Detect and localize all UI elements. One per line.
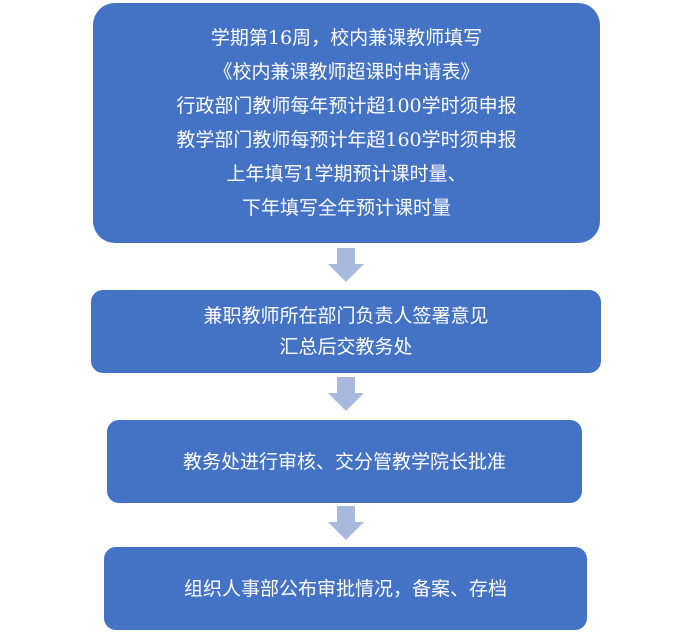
- down-arrow-icon: [326, 377, 366, 413]
- step1-line-4: 教学部门教师每预计年超160学时须申报: [176, 129, 517, 151]
- step3-line-1: 教务处进行审核、交分管教学院长批准: [182, 450, 506, 473]
- step2-line-2: 汇总后交教务处: [279, 335, 413, 358]
- step1-line-6: 下年填写全年预计课时量: [241, 197, 451, 219]
- step-box-2-department-sign: 兼职教师所在部门负责人签署意见 汇总后交教务处: [91, 290, 601, 373]
- step4-line-1: 组织人事部公布审批情况，备案、存档: [183, 577, 507, 600]
- step1-line-5: 上年填写1学期预计课时量、: [226, 163, 467, 185]
- step1-line-2: 《校内兼课教师超课时申请表》: [213, 61, 480, 83]
- step1-line-3: 行政部门教师每年预计超100学时须申报: [176, 95, 517, 117]
- step-box-4-publish-archive: 组织人事部公布审批情况，备案、存档: [104, 547, 587, 630]
- step2-line-1: 兼职教师所在部门负责人签署意见: [203, 304, 489, 327]
- down-arrow-icon: [326, 506, 366, 542]
- step1-line-1: 学期第16周，校内兼课教师填写: [210, 27, 483, 49]
- step-box-1-fill-application: 学期第16周，校内兼课教师填写 《校内兼课教师超课时申请表》 行政部门教师每年预…: [93, 3, 600, 243]
- down-arrow-icon: [326, 248, 366, 284]
- step-box-3-review-approve: 教务处进行审核、交分管教学院长批准: [107, 420, 582, 503]
